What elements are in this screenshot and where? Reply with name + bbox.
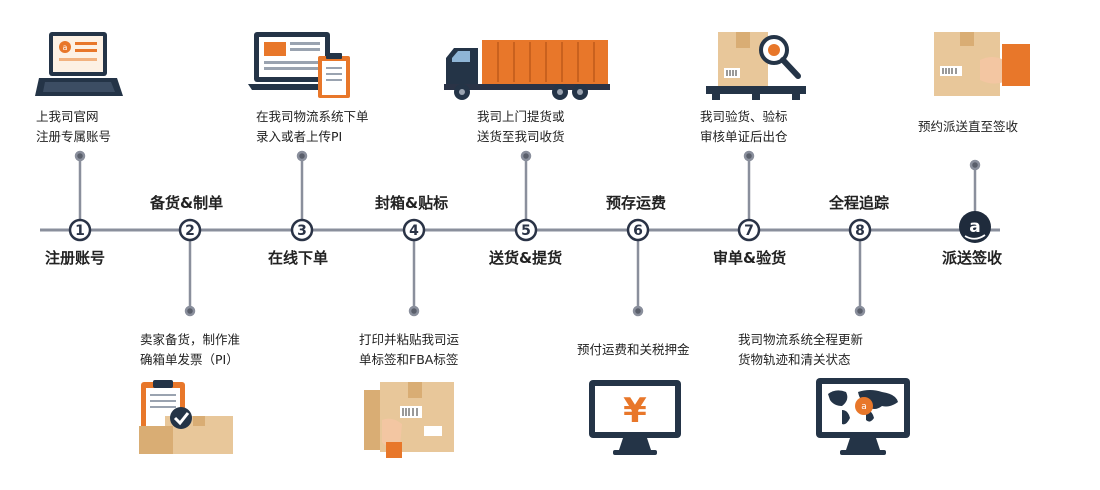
svg-text:7: 7 — [744, 223, 754, 239]
final-node-amazon-icon: a — [959, 211, 991, 243]
step-node-7: 7 — [737, 218, 761, 242]
step-6-title: 预存运费 — [606, 194, 667, 212]
step-8-description: 我司物流系统全程更新货物轨迹和清关状态 — [738, 332, 864, 367]
stems — [74, 150, 981, 317]
step-1-title: 注册账号 — [45, 249, 106, 267]
timeline-nodes: 1 2 3 4 5 6 7 8 a — [68, 211, 991, 243]
step-1-description: 上我司官网注册专属账号 — [36, 109, 112, 144]
step-4-title: 封箱&贴标 — [375, 194, 449, 212]
clipboard-boxes-icon — [139, 380, 233, 454]
step-7-description: 我司验货、验标审核单证后出仓 — [700, 109, 788, 144]
monitor-document-icon — [248, 32, 350, 98]
step-2-description: 卖家备货，制作准确箱单发票（PI） — [140, 332, 241, 367]
step-node-2: 2 — [178, 218, 202, 242]
world-map-tracking-icon: a — [816, 378, 910, 455]
step-8-title: 全程追踪 — [829, 194, 890, 212]
step-2-title: 备货&制单 — [150, 194, 224, 212]
final-title: 派送签收 — [942, 249, 1003, 267]
yuan-monitor-icon: ¥ — [589, 380, 681, 455]
step-node-3: 3 — [290, 218, 314, 242]
step-node-6: 6 — [626, 218, 650, 242]
step-3-description: 在我司物流系统下单录入或者上传PI — [256, 109, 369, 144]
hand-labeling-box-icon — [364, 382, 454, 458]
step-5-title: 送货&提货 — [489, 249, 563, 267]
step-5-description: 我司上门提货或送货至我司收货 — [477, 109, 565, 144]
svg-text:4: 4 — [409, 223, 419, 239]
step-node-5: 5 — [514, 218, 538, 242]
svg-text:1: 1 — [75, 223, 85, 239]
step-node-4: 4 — [402, 218, 426, 242]
delivered-package-icon — [934, 32, 1030, 96]
svg-text:a: a — [63, 43, 68, 52]
svg-text:8: 8 — [855, 223, 865, 239]
svg-text:¥: ¥ — [623, 391, 647, 431]
box-inspection-icon — [706, 32, 806, 100]
laptop-amazon-icon: a — [35, 32, 123, 96]
delivery-truck-icon — [444, 40, 610, 100]
svg-text:6: 6 — [633, 223, 643, 239]
svg-text:a: a — [861, 402, 867, 412]
svg-text:a: a — [969, 217, 980, 237]
step-4-description: 打印并粘贴我司运单标签和FBA标签 — [359, 332, 460, 367]
step-node-1: 1 — [68, 218, 92, 242]
step-3-title: 在线下单 — [268, 249, 329, 267]
step-6-description: 预付运费和关税押金 — [577, 342, 690, 357]
svg-text:2: 2 — [185, 223, 195, 239]
step-node-8: 8 — [848, 218, 872, 242]
svg-text:3: 3 — [297, 223, 307, 239]
step-7-title: 审单&验货 — [713, 249, 787, 267]
final-description: 预约派送直至签收 — [918, 119, 1019, 134]
svg-text:5: 5 — [521, 223, 531, 239]
